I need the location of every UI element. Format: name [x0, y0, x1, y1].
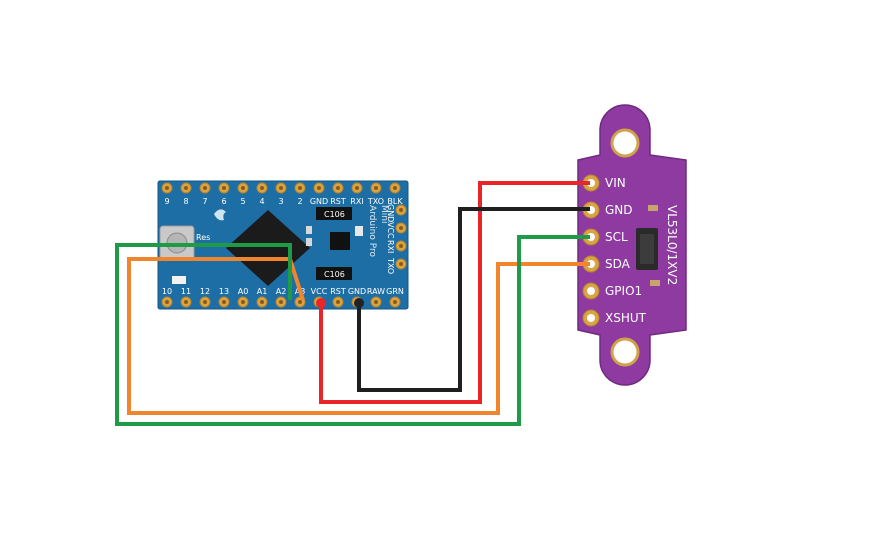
reset-label: Res [196, 233, 210, 242]
right-pin-label: VCC [386, 222, 395, 239]
right-pin-label: GND [386, 204, 395, 222]
sensor-pin-label: VIN [605, 176, 626, 190]
sensor-pin-label: GPIO1 [605, 284, 642, 298]
top-pin-label: 8 [183, 197, 188, 206]
top-pin-label: 7 [202, 197, 207, 206]
chip-mark-2: C106 [324, 270, 345, 279]
capacitor-component [648, 205, 660, 286]
bottom-pin-label: 12 [200, 287, 210, 296]
top-pin-label: 4 [259, 197, 264, 206]
top-pin-label: 9 [164, 197, 169, 206]
logo-icon [214, 209, 226, 221]
top-pin-label: TXO [367, 197, 384, 206]
board-name-line-2: Mini [379, 205, 389, 223]
bottom-pin-label: A2 [276, 287, 287, 296]
bottom-pin-label: GRN [386, 287, 404, 296]
top-pin-label: 3 [278, 197, 283, 206]
top-pin-label: 2 [297, 197, 302, 206]
right-pin-label: TXO [386, 257, 395, 274]
bottom-pin-label: A0 [238, 287, 249, 296]
top-pin-label: GND [310, 197, 328, 206]
bottom-pin-label: A1 [257, 287, 268, 296]
sensor-chip [636, 228, 658, 270]
bottom-pin-label: 13 [219, 287, 229, 296]
top-pin-label: BLK [387, 197, 403, 206]
top-pin-label: RXI [350, 197, 363, 206]
bottom-pin-label: VCC [311, 287, 328, 296]
wire-vcc-vin [319, 181, 590, 404]
chip-mark-1: C106 [324, 210, 345, 219]
wires [115, 181, 590, 426]
sensor-pin-label: SDA [605, 257, 631, 271]
right-pin-label: RXI [386, 240, 395, 253]
sensor-pin-label: XSHUT [605, 311, 647, 325]
sensor-pin-label: GND [605, 203, 633, 217]
bottom-pin-label: RST [330, 287, 346, 296]
top-pin-label: 5 [240, 197, 245, 206]
bottom-pin-label: RAW [367, 287, 385, 296]
bottom-pin-label: 10 [162, 287, 172, 296]
top-pin-label: 6 [221, 197, 226, 206]
sensor-pin-label: SCL [605, 230, 628, 244]
wire-gnd-gnd [357, 207, 590, 392]
sensor-model-label: VL53L0/1XV2 [665, 205, 679, 285]
board-name-line-1: Arduino Pro [367, 205, 377, 257]
top-pin-label: RST [330, 197, 346, 206]
regulator-component: C106 C106 [172, 207, 363, 284]
bottom-pin-label: GND [348, 287, 366, 296]
wire-a2-scl [115, 235, 590, 426]
wire-contact-pads [316, 298, 364, 308]
bottom-pin-label: 11 [181, 287, 191, 296]
